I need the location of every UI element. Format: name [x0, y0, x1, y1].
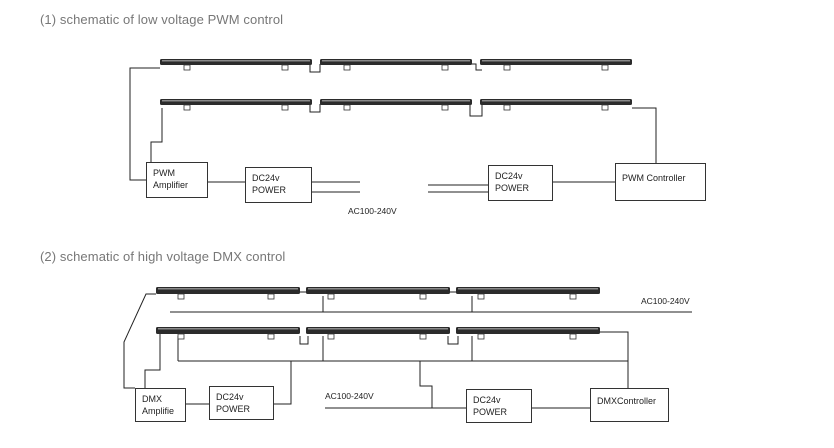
light-bar — [160, 99, 312, 111]
link2-bottom-1 — [299, 336, 309, 345]
wire-power-to-rail — [274, 361, 292, 405]
light-bar — [306, 287, 450, 300]
link2-bottom-2 — [447, 336, 459, 345]
light-bar — [320, 99, 472, 111]
wire-controller-to-row2 — [600, 331, 629, 388]
wire-amp-to-top-row — [129, 67, 160, 181]
light-bar — [306, 327, 450, 340]
wire-dmx-to-bottom-row — [144, 333, 161, 388]
light-bar — [480, 59, 632, 71]
dmx-controller-box: DMXController — [590, 388, 669, 422]
link-top-1 — [309, 64, 321, 73]
dc24v-power-box-right: DC24v POWER — [466, 389, 532, 423]
light-bar — [456, 327, 600, 340]
wire-rail-to-ac — [419, 361, 433, 408]
light-bar — [456, 287, 600, 300]
light-bar — [480, 99, 632, 111]
light-bar — [320, 59, 472, 71]
dc24v-power-box-right: DC24v POWER — [488, 165, 553, 201]
dc24v-power-box-left: DC24v POWER — [245, 167, 312, 203]
section2-title: (2) schematic of high voltage DMX contro… — [40, 249, 286, 264]
link-bottom-2 — [469, 104, 483, 117]
wiring-lines — [123, 63, 692, 409]
dmx-amplifier-box: DMX Amplifie — [135, 388, 186, 422]
link-bottom-1 — [309, 104, 321, 113]
section1-title: (1) schematic of low voltage PWM control — [40, 12, 284, 27]
dc24v-power-box-left: DC24v POWER — [209, 386, 274, 420]
link-top-2 — [470, 63, 482, 71]
wire-controller-to-row — [632, 107, 657, 163]
wire-dmx-to-top-row — [123, 293, 156, 389]
ac-voltage-label: AC100-240V — [348, 206, 397, 216]
ac-voltage-label-bottom: AC100-240V — [325, 391, 374, 401]
wire-amp-to-bottom-row — [150, 108, 163, 162]
light-bar — [156, 327, 300, 340]
pwm-amplifier-box: PWM Amplifier — [146, 162, 208, 198]
light-bar — [160, 59, 312, 71]
pwm-controller-box: PWM Controller — [615, 163, 706, 201]
light-bars — [156, 59, 632, 340]
ac-voltage-label-top: AC100-240V — [641, 296, 690, 306]
light-bar — [156, 287, 300, 300]
